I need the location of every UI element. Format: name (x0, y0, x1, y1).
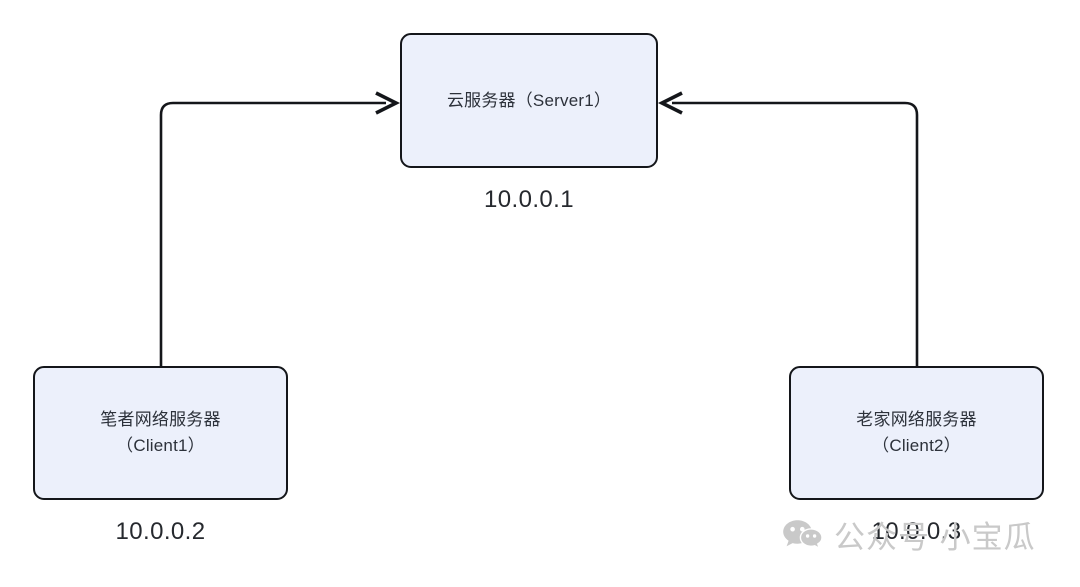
edge-client2-to-server (657, 91, 919, 366)
node-client2[interactable]: 老家网络服务器 （Client2） (789, 366, 1044, 500)
node-client1[interactable]: 笔者网络服务器 （Client1） (33, 366, 288, 500)
node-client2-label: 老家网络服务器 （Client2） (856, 410, 977, 455)
arrowhead-into-server-left (375, 91, 401, 115)
arrowhead-into-server-right (657, 91, 683, 115)
edge-client1-to-server (159, 91, 401, 366)
node-cloud-server[interactable]: 云服务器（Server1） (400, 33, 658, 168)
ip-label-client1: 10.0.0.2 (115, 518, 206, 545)
node-cloud-server-label: 云服务器（Server1） (446, 90, 612, 110)
ip-label-cloud-server: 10.0.0.1 (484, 186, 574, 213)
node-client1-label: 笔者网络服务器 （Client1） (100, 410, 221, 455)
ip-label-client2: 10.0.0.3 (871, 518, 962, 545)
